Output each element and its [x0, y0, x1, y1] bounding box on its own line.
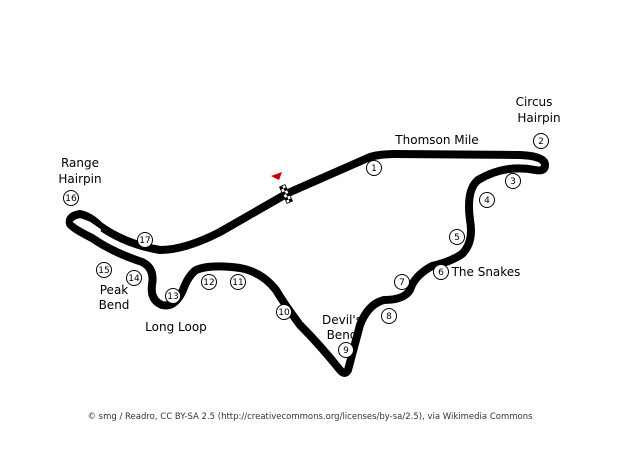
turn-marker-number: 12 [203, 278, 214, 288]
corner-label-devils-bend: Devil's Bend [322, 313, 362, 342]
turn-marker-9: 9 [338, 342, 354, 358]
turn-marker-15: 15 [96, 262, 112, 278]
svg-text:Peak: Peak [100, 283, 129, 297]
turn-marker-number: 11 [232, 278, 243, 288]
turn-marker-number: 1 [371, 164, 377, 174]
turn-marker-4: 4 [479, 192, 495, 208]
corner-label-long-loop: Long Loop [145, 320, 207, 334]
turn-marker-number: 17 [139, 236, 150, 246]
turn-marker-number: 9 [343, 346, 349, 356]
corner-label-range-hairpin: Range Hairpin [58, 156, 101, 186]
corner-label-thomson-mile: Thomson Mile [394, 133, 478, 147]
turn-marker-circle [230, 274, 246, 290]
turn-marker-7: 7 [394, 274, 410, 290]
turn-marker-12: 12 [201, 274, 217, 290]
turn-marker-circle [433, 264, 449, 280]
turn-marker-number: 5 [454, 233, 460, 243]
turn-marker-number: 14 [128, 274, 140, 284]
turn-marker-14: 14 [126, 270, 142, 286]
turn-marker-circle [338, 342, 354, 358]
range-hairpin-gap [72, 219, 102, 232]
turn-marker-circle [533, 133, 549, 149]
turn-marker-circle [63, 190, 79, 206]
turn-marker-circle [165, 288, 181, 304]
corner-label-the-snakes: The Snakes [451, 265, 521, 279]
turn-marker-16: 16 [63, 190, 79, 206]
turn-marker-circle [96, 262, 112, 278]
turn-marker-circle [394, 274, 410, 290]
turn-marker-circle [505, 173, 521, 189]
turn-marker-8: 8 [381, 308, 397, 324]
corner-label-circus-hairpin: Circus Hairpin [516, 95, 561, 125]
direction-flag-icon [271, 172, 282, 180]
turn-marker-number: 2 [538, 137, 544, 147]
attribution-credit: © smg / Readro, CC BY-SA 2.5 (http://cre… [87, 412, 533, 422]
turn-marker-circle [366, 160, 382, 176]
turn-marker-number: 3 [510, 177, 516, 187]
turn-marker-number: 7 [399, 278, 405, 288]
start-finish-line [278, 184, 294, 204]
turn-marker-10: 10 [276, 304, 292, 320]
turn-marker-circle [449, 229, 465, 245]
turn-marker-11: 11 [230, 274, 246, 290]
turn-marker-circle [381, 308, 397, 324]
turn-marker-13: 13 [165, 288, 181, 304]
turn-marker-circle [276, 304, 292, 320]
turn-marker-circle [137, 232, 153, 248]
corner-label-peak-bend: Peak Bend [99, 283, 130, 312]
turn-marker-number: 6 [438, 268, 444, 278]
turn-marker-circle [201, 274, 217, 290]
turn-marker-number: 13 [167, 292, 178, 302]
turn-marker-2: 2 [533, 133, 549, 149]
turn-marker-number: 4 [484, 196, 490, 206]
turn-marker-3: 3 [505, 173, 521, 189]
turn-marker-number: 8 [386, 312, 392, 322]
svg-text:Circus: Circus [516, 95, 553, 109]
turn-marker-number: 10 [278, 308, 290, 318]
turn-marker-1: 1 [366, 160, 382, 176]
turn-marker-5: 5 [449, 229, 465, 245]
race-track [65, 150, 549, 377]
svg-text:Devil's: Devil's [322, 313, 362, 327]
turn-marker-number: 16 [65, 194, 77, 204]
svg-text:Bend: Bend [327, 328, 358, 342]
svg-text:Hairpin: Hairpin [517, 111, 560, 125]
svg-text:Range: Range [61, 156, 99, 170]
svg-text:Bend: Bend [99, 298, 130, 312]
svg-text:Hairpin: Hairpin [58, 172, 101, 186]
turn-marker-circle [126, 270, 142, 286]
turn-marker-number: 15 [98, 266, 109, 276]
turn-marker-circle [479, 192, 495, 208]
turn-marker-17: 17 [137, 232, 153, 248]
turn-marker-6: 6 [433, 264, 449, 280]
